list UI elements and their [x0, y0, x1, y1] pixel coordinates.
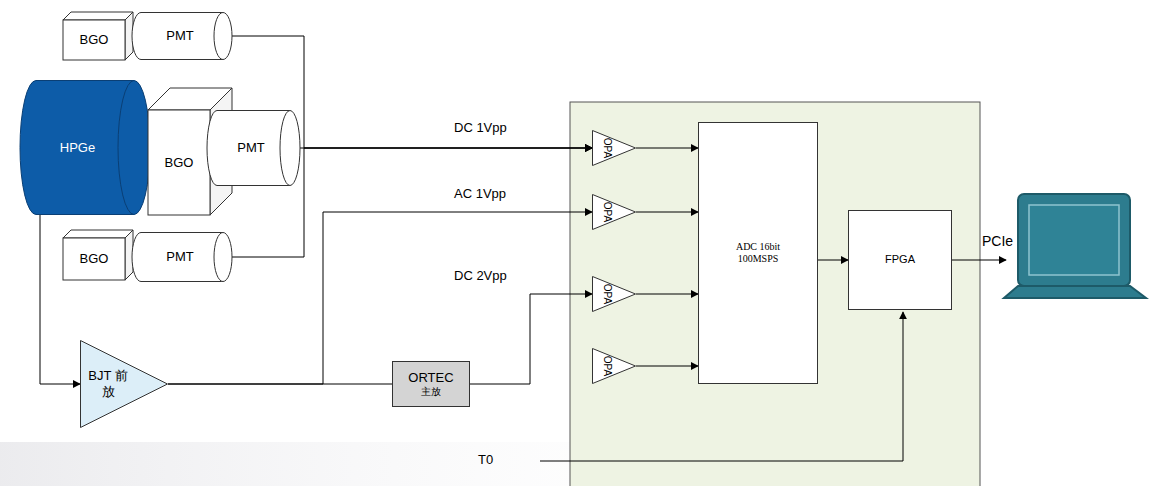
signal-name: T0: [476, 452, 495, 468]
bgo-crystal: BGO: [63, 20, 125, 60]
preamp-triangle: BJT 前放: [80, 340, 168, 428]
opamp-triangle: OPA: [592, 348, 636, 384]
node-text: OPA: [601, 202, 613, 222]
node-text: OPA: [601, 138, 613, 158]
opamp-triangle-outline: [592, 194, 636, 230]
signal-wire: [636, 212, 698, 213]
node-text: BGO: [80, 32, 109, 48]
text-area: PMT: [140, 232, 220, 282]
signal-label: DC 1Vpp: [452, 120, 509, 136]
opamp-triangle: OPA: [592, 276, 636, 312]
signal-wire: [470, 294, 592, 384]
signal-wire: [636, 294, 698, 295]
opamp-triangle: OPA: [592, 130, 636, 166]
node-text: ADC 16bit 100MSPS: [728, 241, 788, 265]
signal-label: DC 2Vpp: [452, 268, 509, 284]
pcie-link: [952, 260, 1006, 261]
text-area: BGO: [63, 238, 125, 280]
node-text: PMT: [237, 140, 264, 156]
faded-band: [0, 442, 570, 486]
text-area: BJT 前放: [86, 360, 130, 408]
signal-label: AC 1Vpp: [452, 186, 508, 202]
laptop-icon: [1004, 194, 1146, 298]
text-area: PMT: [140, 12, 220, 60]
text-area: ADC 16bit 100MSPS: [728, 122, 788, 384]
text-area: HPGe: [30, 80, 125, 215]
pmt-tube: PMT: [132, 12, 232, 60]
opamp-triangle-outline: [592, 130, 636, 166]
signal-name: PCIe: [980, 233, 1015, 250]
pmt-tube: PMT: [132, 232, 232, 282]
adc-chip: ADC 16bit 100MSPS: [698, 122, 818, 384]
signal-wire: [168, 212, 592, 384]
shaping-amp-box: ORTEC主放: [392, 361, 470, 407]
text-area: OPA: [596, 352, 618, 380]
signal-wire: [636, 148, 698, 149]
text-area: OPA: [596, 280, 618, 308]
text-area: ORTEC主放: [392, 361, 470, 407]
text-area: OPA: [596, 198, 618, 226]
node-text: BJT 前放: [86, 368, 130, 399]
node-text: 主放: [421, 386, 441, 398]
node-text: OPA: [601, 356, 613, 376]
node-text: OPA: [601, 284, 613, 304]
pmt-tube: PMT: [207, 110, 300, 186]
hpge-detector: HPGe: [20, 80, 150, 215]
node-text: FPGA: [885, 253, 915, 266]
board-panel: [570, 102, 980, 486]
text-area: PMT: [215, 110, 287, 186]
bgo-crystal: BGO: [148, 110, 210, 215]
preamp-triangle-outline: [80, 340, 168, 428]
node-text: HPGe: [60, 140, 95, 156]
text-area: BGO: [63, 20, 125, 60]
text-area: OPA: [596, 134, 618, 162]
signal-wire: [818, 260, 848, 261]
fpga-chip: FPGA: [848, 210, 952, 310]
opamp-triangle-outline: [592, 276, 636, 312]
opamp-triangle: OPA: [592, 194, 636, 230]
node-text: BGO: [165, 155, 194, 171]
node-text: PMT: [166, 249, 193, 265]
opamp-triangle-outline: [592, 348, 636, 384]
node-text: PMT: [166, 28, 193, 44]
signal-wire: [636, 366, 698, 367]
text-area: BGO: [148, 110, 210, 215]
node-text: ORTEC: [408, 370, 453, 386]
node-text: BGO: [80, 251, 109, 267]
bgo-crystal: BGO: [63, 238, 125, 280]
text-area: FPGA: [848, 210, 952, 310]
